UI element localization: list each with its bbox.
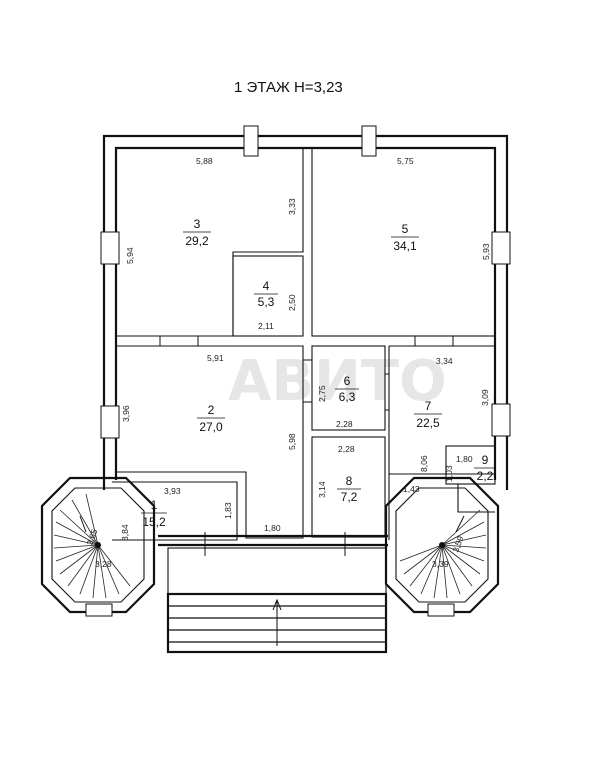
room-4-area: 5,3 [258, 295, 275, 309]
entrance-steps [166, 547, 388, 654]
dim-room5-right: 5,93 [481, 243, 491, 260]
room-2-area: 27,0 [199, 420, 223, 434]
dim-room9-left: 1,03 [444, 465, 454, 482]
dim-room7-left: 8,06 [419, 455, 429, 472]
dim-room7-right: 3,09 [480, 389, 490, 406]
room-walls [112, 147, 496, 541]
room-8-area: 7,2 [341, 490, 358, 504]
room-3-area: 29,2 [185, 234, 209, 248]
room-3-number: 3 [194, 217, 201, 231]
dim-room7-bottom: 1,43 [403, 484, 420, 494]
windows [100, 125, 511, 439]
room-1-area: 15,2 [142, 515, 166, 529]
room-9-area: 2,2 [477, 469, 494, 483]
dim-room6-left: 2,75 [317, 385, 327, 402]
dim-room2-right: 5,98 [287, 433, 297, 450]
right-stair-tower [384, 476, 500, 617]
dim-room5-top: 5,75 [397, 156, 414, 166]
dim-stair-left-a: 3,84 [120, 524, 130, 541]
dim-room2-top: 5,91 [207, 353, 224, 363]
doors [159, 336, 454, 556]
dim-room2-bottom: 1,80 [264, 523, 281, 533]
dim-room9-top: 1,80 [456, 454, 473, 464]
dim-room3-right: 3,33 [287, 198, 297, 215]
room-5-area: 34,1 [393, 239, 417, 253]
dim-room3-left: 5,94 [125, 247, 135, 264]
room-7-area: 22,5 [416, 416, 440, 430]
dim-room8-left: 3,14 [317, 481, 327, 498]
dim-room7-top: 3,34 [436, 356, 453, 366]
dim-room8-top: 2,28 [338, 444, 355, 454]
dim-stair-right-a: 3,39 [432, 559, 449, 569]
dim-room3-top: 5,88 [196, 156, 213, 166]
room-5-number: 5 [402, 222, 409, 236]
left-stair-tower [40, 476, 156, 617]
room-7-number: 7 [425, 399, 432, 413]
room-labels: 3 29,2 4 5,3 5 34,1 2 27,0 6 6,3 7 22,5 … [141, 217, 496, 529]
room-8-number: 8 [346, 474, 353, 488]
dim-room1-right: 1,83 [223, 502, 233, 519]
floor-title: 1 ЭТАЖ H=3,23 [234, 79, 343, 96]
room-6-area: 6,3 [339, 390, 356, 404]
dimension-labels: 5,88 5,94 3,33 2,50 2,11 5,75 5,93 5,91 … [84, 156, 491, 569]
dim-room4-bottom: 2,11 [258, 321, 274, 331]
room-9-number: 9 [482, 453, 489, 467]
room-1-number: 1 [151, 498, 158, 512]
dim-room1-top: 3,93 [164, 486, 181, 496]
room-4-number: 4 [263, 279, 270, 293]
dim-room2-left: 3,96 [121, 405, 131, 422]
dim-stair-right-b: 3,59 [450, 534, 465, 553]
dim-stair-left-b: 3,28 [95, 559, 112, 569]
room-2-number: 2 [208, 403, 215, 417]
room-6-number: 6 [344, 374, 351, 388]
watermark-logo: АВИТО [228, 349, 447, 414]
dim-room4-right: 2,50 [287, 294, 297, 311]
dim-room6-bottom: 2,28 [336, 419, 353, 429]
